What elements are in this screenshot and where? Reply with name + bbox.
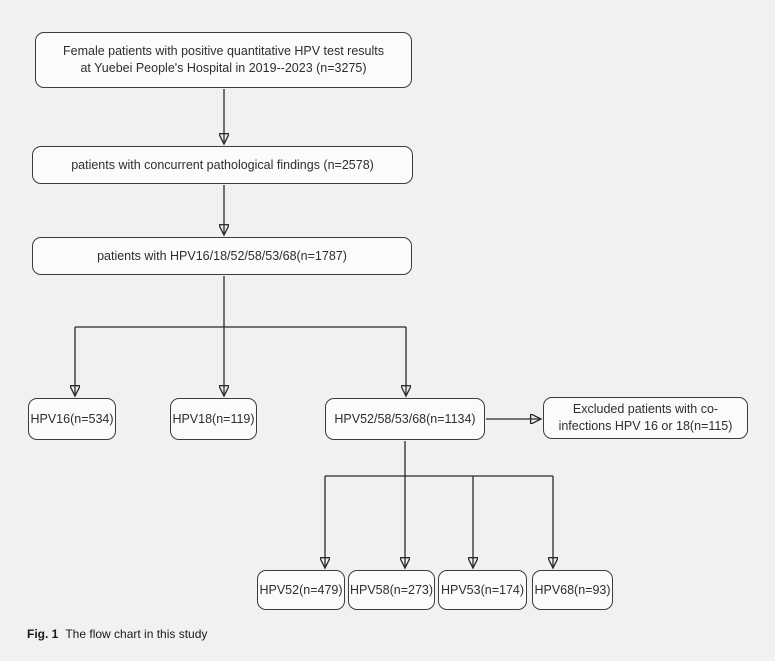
node-total-patients-label: Female patients with positive quantitati…	[63, 44, 384, 75]
node-hpv52: HPV52(n=479)	[257, 570, 345, 610]
node-total-patients: Female patients with positive quantitati…	[35, 32, 412, 88]
node-hpv16: HPV16(n=534)	[28, 398, 116, 440]
node-hpv58-label: HPV58(n=273)	[349, 582, 434, 597]
node-pathological-findings: patients with concurrent pathological fi…	[32, 146, 413, 184]
node-combined-hpv: patients with HPV16/18/52/58/53/68(n=178…	[32, 237, 412, 275]
branch2-stem-and-rail	[325, 441, 553, 477]
node-hpv68-label: HPV68(n=93)	[534, 582, 611, 597]
node-hpv18-label: HPV18(n=119)	[172, 411, 255, 426]
node-hpv16-label: HPV16(n=534)	[30, 411, 114, 426]
node-combined-hpv-label: patients with HPV16/18/52/58/53/68(n=178…	[97, 248, 347, 263]
branch1-stem-and-rail	[75, 276, 406, 328]
node-hpv18: HPV18(n=119)	[170, 398, 257, 440]
node-hpv68: HPV68(n=93)	[532, 570, 613, 610]
node-hpv53-label: HPV53(n=174)	[440, 582, 525, 597]
figure-caption-label: Fig. 1	[27, 627, 59, 641]
node-hpv-group-label: HPV52/58/53/68(n=1134)	[334, 411, 476, 426]
node-hpv52-label: HPV52(n=479)	[259, 582, 343, 597]
node-hpv-group: HPV52/58/53/68(n=1134)	[325, 398, 485, 440]
node-hpv58: HPV58(n=273)	[348, 570, 435, 610]
node-pathological-findings-label: patients with concurrent pathological fi…	[71, 157, 374, 172]
figure-caption-text: The flow chart in this study	[65, 627, 208, 641]
node-excluded-label: Excluded patients with co- infections HP…	[558, 402, 733, 433]
figure-caption: Fig. 1 The flow chart in this study	[27, 627, 207, 641]
node-hpv53: HPV53(n=174)	[438, 570, 527, 610]
node-excluded: Excluded patients with co- infections HP…	[543, 397, 748, 439]
